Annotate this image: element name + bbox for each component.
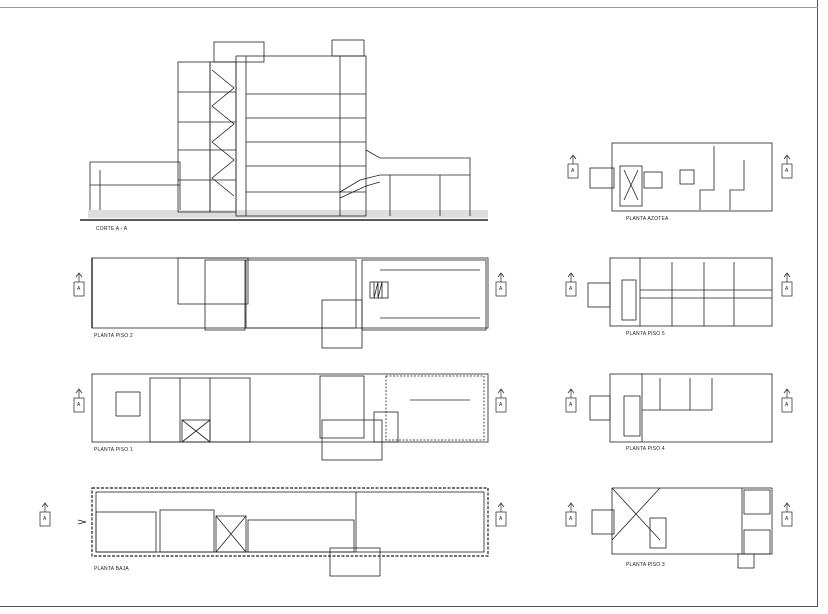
title-floor-5: PLANTA PISO 5: [626, 331, 665, 337]
plan-floor-4: [589, 373, 773, 443]
plan-floor-1: [91, 373, 489, 461]
title-floor-2: PLANTA PISO 2: [94, 333, 133, 339]
marker-a: A: [77, 402, 81, 408]
sheet-top-border: [0, 7, 818, 8]
title-ground-floor: PLANTA BAJA: [94, 566, 129, 572]
title-section-a-a: CORTE A - A: [96, 226, 128, 232]
title-floor-3: PLANTA PISO 3: [626, 562, 665, 568]
title-floor-4: PLANTA PISO 4: [626, 446, 665, 452]
marker-a: A: [785, 168, 789, 174]
marker-a: A: [569, 286, 573, 292]
plan-floor-3: [591, 487, 773, 569]
marker-a: A: [569, 402, 573, 408]
marker-a: A: [499, 402, 503, 408]
marker-a: A: [785, 402, 789, 408]
plan-ground: [77, 487, 489, 577]
sheet-frame: [0, 0, 818, 607]
section-markers: [39, 154, 793, 527]
plan-roof: [589, 142, 773, 212]
plan-floor-2: [91, 257, 489, 349]
marker-a: A: [499, 286, 503, 292]
marker-a: A: [571, 168, 575, 174]
marker-a: A: [785, 286, 789, 292]
section-a-a: [80, 39, 488, 221]
title-roof-plan: PLANTA AZOTEA: [626, 216, 669, 222]
marker-a: A: [785, 516, 789, 522]
title-floor-1: PLANTA PISO 1: [94, 447, 133, 453]
marker-a: A: [43, 516, 47, 522]
marker-a: A: [569, 516, 573, 522]
marker-a: A: [499, 516, 503, 522]
marker-a: A: [77, 286, 81, 292]
plan-floor-5: [587, 257, 773, 327]
